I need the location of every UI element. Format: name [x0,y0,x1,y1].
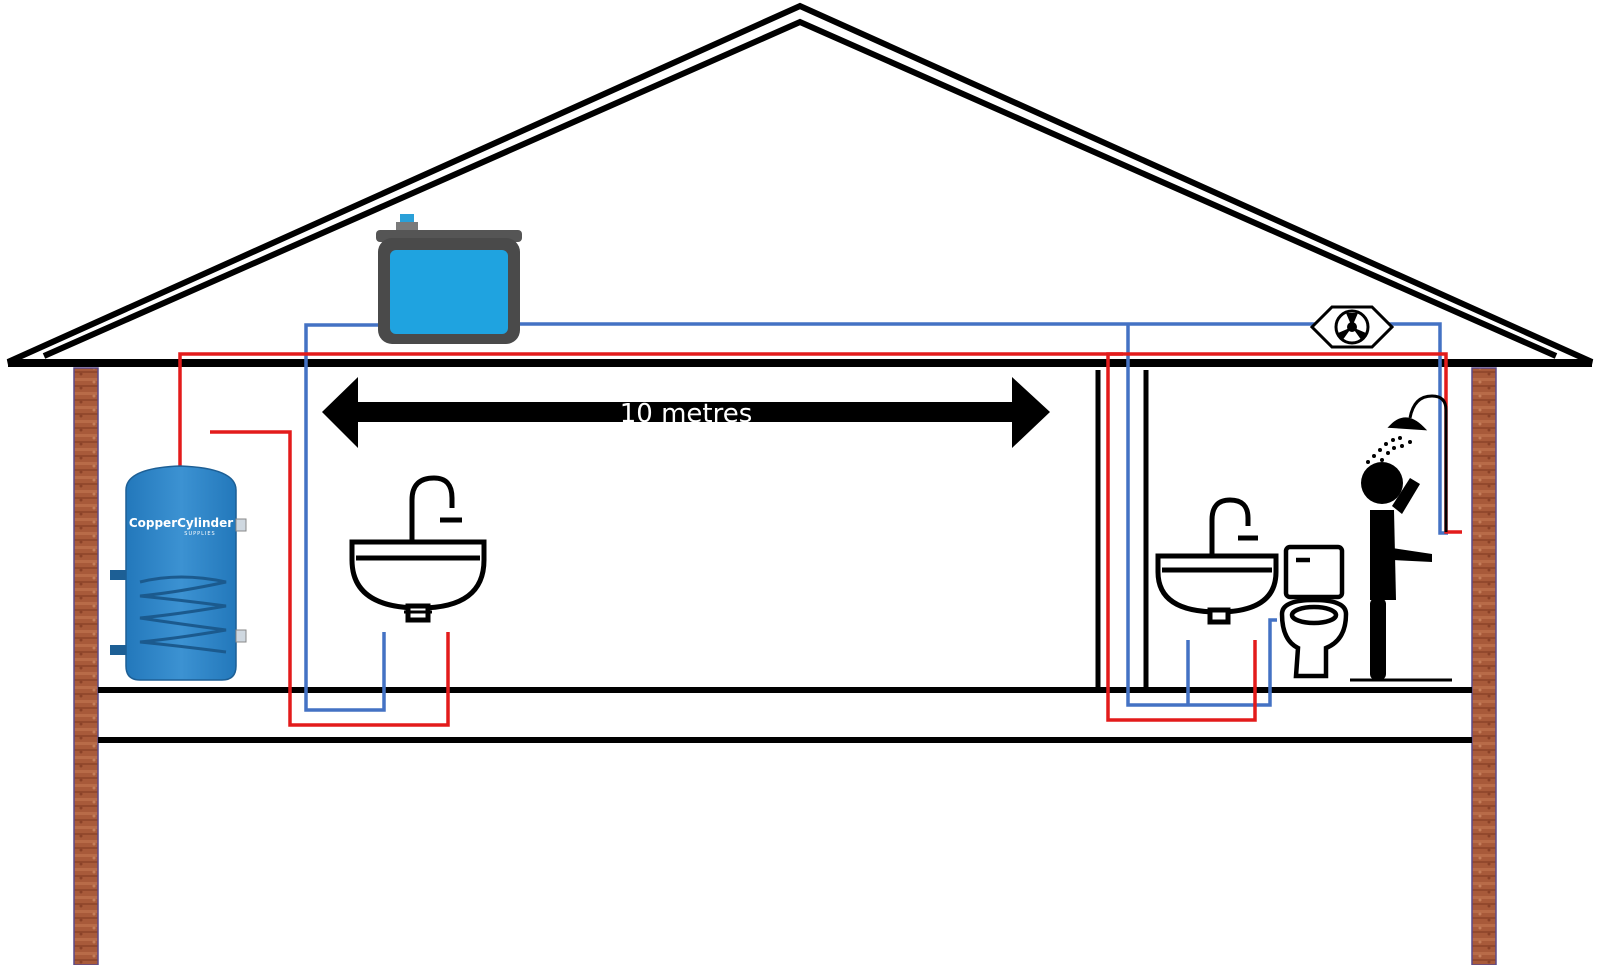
shower-icon [1350,394,1452,682]
distance-arrow: 10 metres [322,377,1050,448]
upper-floor [98,687,1472,743]
roof [6,2,1594,367]
cylinder-brand-text: CopperCylinder [129,516,233,530]
sink-icon [1155,497,1279,625]
toilet-icon [1279,544,1349,679]
extractor-fan-icon [1309,305,1395,349]
person-showering-icon [1361,462,1432,680]
sink-icon [349,475,487,623]
left-brick-column [73,367,99,965]
bathroom-wall [1095,370,1149,690]
distance-label: 10 metres [620,399,753,429]
cylinder-brand-subtext: SUPPLIES [184,531,215,537]
cold-water-pipes [304,322,1448,712]
right-brick-column [1471,367,1497,965]
hot-water-cylinder-icon: CopperCylinder SUPPLIES [110,465,247,681]
hot-water-pipes [178,352,1462,727]
cold-water-tank-icon [376,214,522,344]
